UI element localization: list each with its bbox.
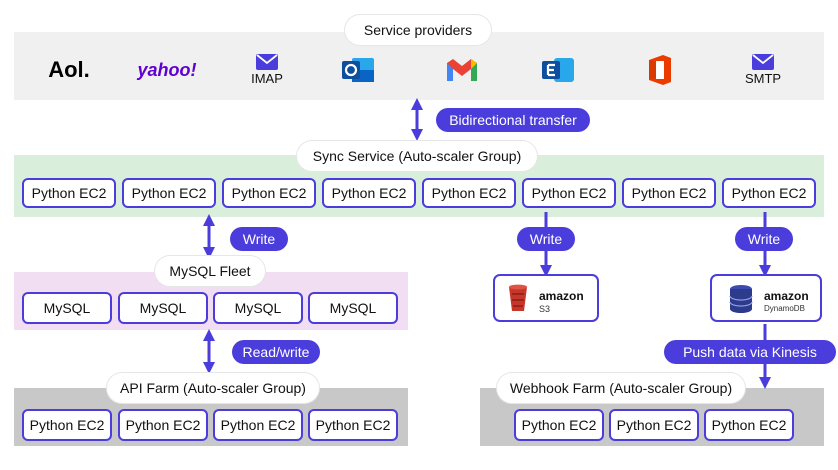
gmail-icon [447,59,477,81]
api-ec2-node: Python EC2 [213,409,303,441]
readwrite-label: Read/write [232,340,320,364]
mysql-node: MySQL [22,292,112,324]
sync-ec2-node: Python EC2 [622,178,716,208]
webhook-farm-title: Webhook Farm (Auto-scaler Group) [497,373,745,403]
outlook-icon [342,58,374,82]
write-label-dynamodb: Write [735,227,793,251]
office-icon [649,55,671,85]
smtp-provider: SMTP [738,48,788,92]
api-ec2-node: Python EC2 [308,409,398,441]
smtp-label: SMTP [744,71,782,86]
api-ec2-node: Python EC2 [118,409,208,441]
sync-ec2-node: Python EC2 [22,178,116,208]
outlook-logo [340,48,376,92]
aol-wordmark: Aol. [48,57,90,82]
yahoo-wordmark: yahoo! [137,59,197,80]
bidirectional-transfer-label: Bidirectional transfer [436,108,590,132]
amazon-dynamodb-node: amazon DynamoDB [710,274,822,322]
sync-ec2-node: Python EC2 [122,178,216,208]
dynamodb-brand: amazon [764,289,809,303]
imap-provider: IMAP [242,48,292,92]
mysql-node: MySQL [308,292,398,324]
webhook-ec2-node: Python EC2 [514,409,604,441]
dynamodb-icon [729,285,753,313]
s3-brand: amazon [539,289,584,303]
s3-name: S3 [539,304,551,314]
mysql-node: MySQL [213,292,303,324]
dynamodb-name: DynamoDB [764,304,805,313]
sync-ec2-node: Python EC2 [422,178,516,208]
write-label-s3: Write [517,227,575,251]
aol-logo: Aol. [40,48,98,92]
gmail-logo [444,48,480,92]
sync-service-title: Sync Service (Auto-scaler Group) [297,141,537,171]
exchange-icon [542,58,574,82]
s3-bucket-icon [509,284,527,311]
yahoo-logo: yahoo! [128,48,206,92]
mysql-fleet-title: MySQL Fleet [155,256,265,286]
exchange-logo [540,48,576,92]
sync-ec2-node: Python EC2 [722,178,816,208]
sync-ec2-node: Python EC2 [222,178,316,208]
webhook-ec2-node: Python EC2 [609,409,699,441]
mysql-node: MySQL [118,292,208,324]
webhook-ec2-node: Python EC2 [704,409,794,441]
imap-label: IMAP [251,71,283,86]
kinesis-label: Push data via Kinesis [664,340,836,364]
sync-ec2-node: Python EC2 [522,178,616,208]
amazon-s3-node: amazon S3 [493,274,599,322]
api-ec2-node: Python EC2 [22,409,112,441]
mail-icon [256,54,278,70]
office-logo [642,48,678,92]
service-providers-title: Service providers [345,15,491,45]
mail-icon [752,54,774,70]
write-label-mysql: Write [230,227,288,251]
sync-ec2-node: Python EC2 [322,178,416,208]
api-farm-title: API Farm (Auto-scaler Group) [107,373,319,403]
